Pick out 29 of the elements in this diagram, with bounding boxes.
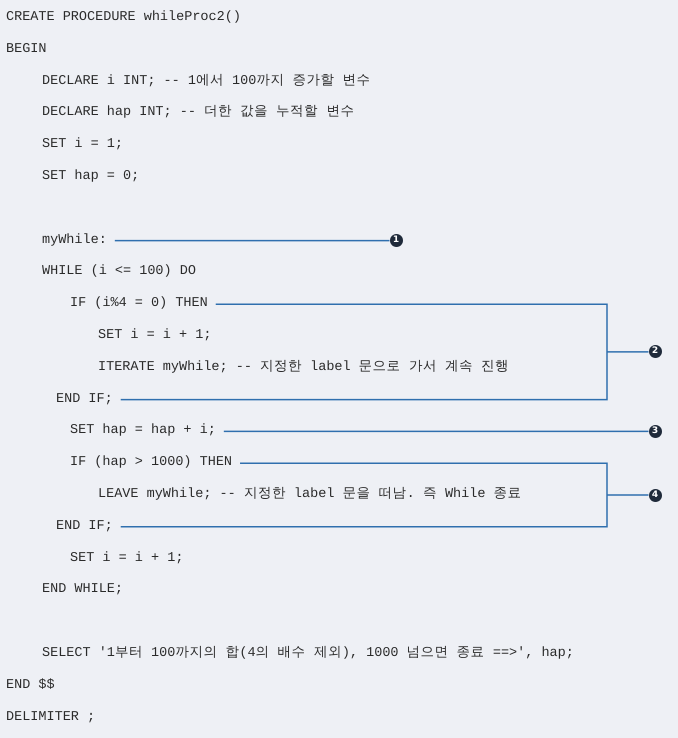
callout-number: 1 — [390, 234, 402, 248]
code-line: DECLARE hap INT; -- 더한 값을 누적할 변수 — [42, 104, 354, 122]
bracket-leader-line — [120, 462, 650, 528]
code-line: END IF; — [56, 518, 113, 536]
callout-number: 3 — [648, 424, 662, 438]
code-line: SET i = i + 1; — [70, 550, 184, 568]
code-line: END $$ — [6, 676, 55, 695]
code-line: CREATE PROCEDURE whileProc2() — [6, 9, 241, 27]
code-line: DELIMITER ; — [6, 708, 96, 727]
code-line: SELECT '1부터 100까지의 합(4의 배수 제외), 1000 넘으면 종료 ==>', hap; — [42, 645, 574, 663]
code-line: END IF; — [56, 390, 113, 409]
callout-number: 4 — [648, 488, 662, 502]
code-line: DECLARE i INT; -- 1에서 100까지 증가할 변수 — [42, 72, 371, 91]
bracket-leader-line — [120, 303, 650, 400]
code-line: END WHILE; — [42, 581, 124, 600]
leader-line — [224, 430, 648, 432]
code-line: BEGIN — [6, 40, 47, 59]
callout-number: 2 — [648, 345, 662, 358]
leader-line — [114, 240, 390, 242]
code-line: ITERATE myWhile; -- 지정한 label 문으로 가서 계속 진행 — [98, 358, 510, 377]
code-line: myWhile: — [42, 232, 107, 250]
code-line: SET hap = 0; — [42, 168, 140, 186]
code-line: SET i = i + 1; — [98, 326, 212, 345]
code-line: WHILE (i <= 100) DO — [42, 263, 196, 282]
code-line: SET hap = hap + i; — [70, 422, 216, 440]
code-line: SET i = 1; — [42, 136, 124, 154]
code-line: IF (i%4 = 0) THEN — [70, 295, 208, 314]
code-line: LEAVE myWhile; -- 지정한 label 문을 떠남. 즉 While 종료 — [98, 486, 522, 504]
code-line: IF (hap > 1000) THEN — [70, 454, 232, 472]
